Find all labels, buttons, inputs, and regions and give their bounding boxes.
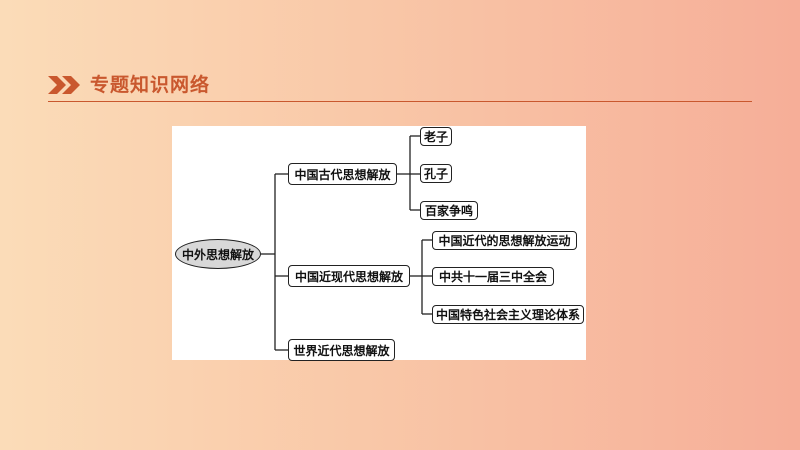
mindmap-diagram: 中外思想解放 中国古代思想解放 中国近现代思想解放 世界近代思想解放 老子 孔子… [172, 126, 586, 361]
header-divider [48, 101, 752, 102]
section-title: 专题知识网络 [90, 74, 211, 96]
leaf-node-socialist-theory: 中国特色社会主义理论体系 [432, 305, 584, 324]
double-chevron-icon [48, 76, 80, 94]
connector-lines [261, 135, 432, 351]
leaf-node-third-plenum: 中共十一届三中全会 [432, 267, 554, 286]
leaf-node-laozi: 老子 [420, 127, 452, 146]
root-node: 中外思想解放 [175, 239, 261, 269]
leaf-node-kongzi: 孔子 [420, 164, 452, 183]
section-header: 专题知识网络 [48, 70, 752, 102]
branch-node-world-modern: 世界近代思想解放 [288, 339, 395, 361]
branch-node-modern-china: 中国近现代思想解放 [288, 265, 410, 287]
leaf-node-hundred-schools: 百家争鸣 [420, 201, 478, 220]
branch-node-ancient-china: 中国古代思想解放 [288, 163, 397, 185]
leaf-node-modern-liberation: 中国近代的思想解放运动 [432, 231, 577, 250]
